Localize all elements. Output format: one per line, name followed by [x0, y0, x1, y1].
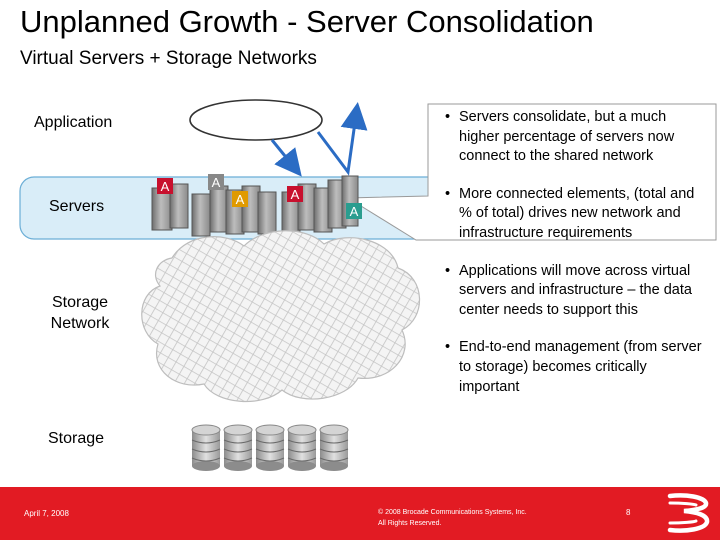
app-move-arrow — [270, 139, 302, 177]
label-storage: Storage — [48, 430, 105, 447]
app-move-arrow-right — [316, 102, 368, 176]
disk-stack — [287, 424, 317, 471]
bullet-item: End-to-end management (from server to st… — [440, 338, 705, 397]
app-badge: A — [346, 203, 362, 219]
svg-text:A: A — [236, 192, 245, 207]
app-badge: A — [287, 186, 303, 202]
bullet-item: More connected elements, (total and % of… — [440, 185, 705, 244]
storage-network-cloud — [141, 230, 421, 403]
page-number: 8 — [626, 508, 631, 517]
server-group — [191, 185, 277, 237]
svg-text:A: A — [161, 179, 170, 194]
app-badge: A — [208, 174, 224, 190]
bullet-item: Applications will move across virtual se… — [440, 262, 705, 321]
copyright-line: © 2008 Brocade Communications Systems, I… — [378, 509, 527, 516]
bullet-list: Servers consolidate, but a much higher p… — [440, 108, 705, 415]
slide-subtitle: Virtual Servers + Storage Networks — [20, 48, 317, 69]
disk-stack — [191, 424, 221, 471]
brocade-logo-icon — [667, 493, 710, 533]
label-servers: Servers — [49, 198, 105, 215]
footer-copyright: © 2008 Brocade Communications Systems, I… — [378, 507, 527, 529]
disk-stack — [223, 424, 253, 471]
app-badge: A — [232, 191, 248, 207]
svg-text:A: A — [350, 204, 359, 219]
footer-bar: April 7, 2008 © 2008 Brocade Communicati… — [0, 487, 720, 540]
disk-stack — [319, 424, 349, 471]
bullet-item: Servers consolidate, but a much higher p… — [440, 108, 705, 167]
copyright-line: All Rights Reserved. — [378, 520, 442, 527]
slide-title: Unplanned Growth - Server Consolidation — [20, 4, 594, 39]
svg-text:A: A — [291, 187, 300, 202]
label-application: Application — [34, 114, 113, 131]
label-storage-network: Storage Network — [50, 294, 110, 332]
server-group — [151, 183, 189, 231]
disk-stack — [255, 424, 285, 471]
storage-disks — [191, 424, 349, 471]
svg-text:A: A — [212, 175, 221, 190]
footer-date: April 7, 2008 — [24, 509, 69, 518]
app-badge: A — [157, 178, 173, 194]
application-ellipse — [189, 99, 323, 141]
